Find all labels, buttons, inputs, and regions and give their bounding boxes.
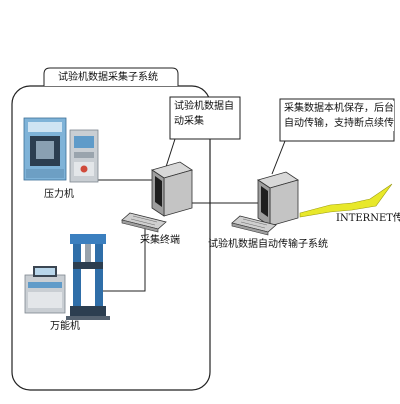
lightning-icon	[299, 183, 393, 218]
link-universal-terminal	[96, 222, 146, 292]
subsystem-title: 试验机数据采集子系统	[58, 72, 158, 83]
universal-machine-icon	[24, 234, 110, 320]
label-press-machine: 压力机	[44, 189, 74, 200]
transmission-computer-icon	[231, 171, 299, 236]
label-transmission-subsystem: 试验机数据自动传输子系统	[208, 239, 328, 250]
note-storage: 采集数据本机保存，后台 自动传输，支持断点续传	[284, 101, 394, 131]
note-storage-line-2: 自动传输，支持断点续传	[284, 118, 394, 129]
label-universal-machine: 万能机	[50, 321, 80, 332]
note-storage-line-1: 采集数据本机保存，后台	[284, 103, 394, 114]
callout-line-2	[271, 140, 286, 175]
label-terminal: 采集终端	[140, 235, 180, 246]
callout-line-1	[164, 138, 176, 171]
note-auto-collect-line-2: 动采集	[174, 116, 204, 127]
subsystem-title-tab	[43, 67, 179, 86]
label-internet: INTERNET传输	[336, 213, 400, 224]
terminal-computer-icon	[121, 161, 193, 233]
note-auto-collect-line-1: 试验机数据自	[174, 101, 234, 112]
pressure-machine-icon	[23, 117, 99, 183]
note-auto-collect: 试验机数据自 动采集	[174, 99, 234, 129]
